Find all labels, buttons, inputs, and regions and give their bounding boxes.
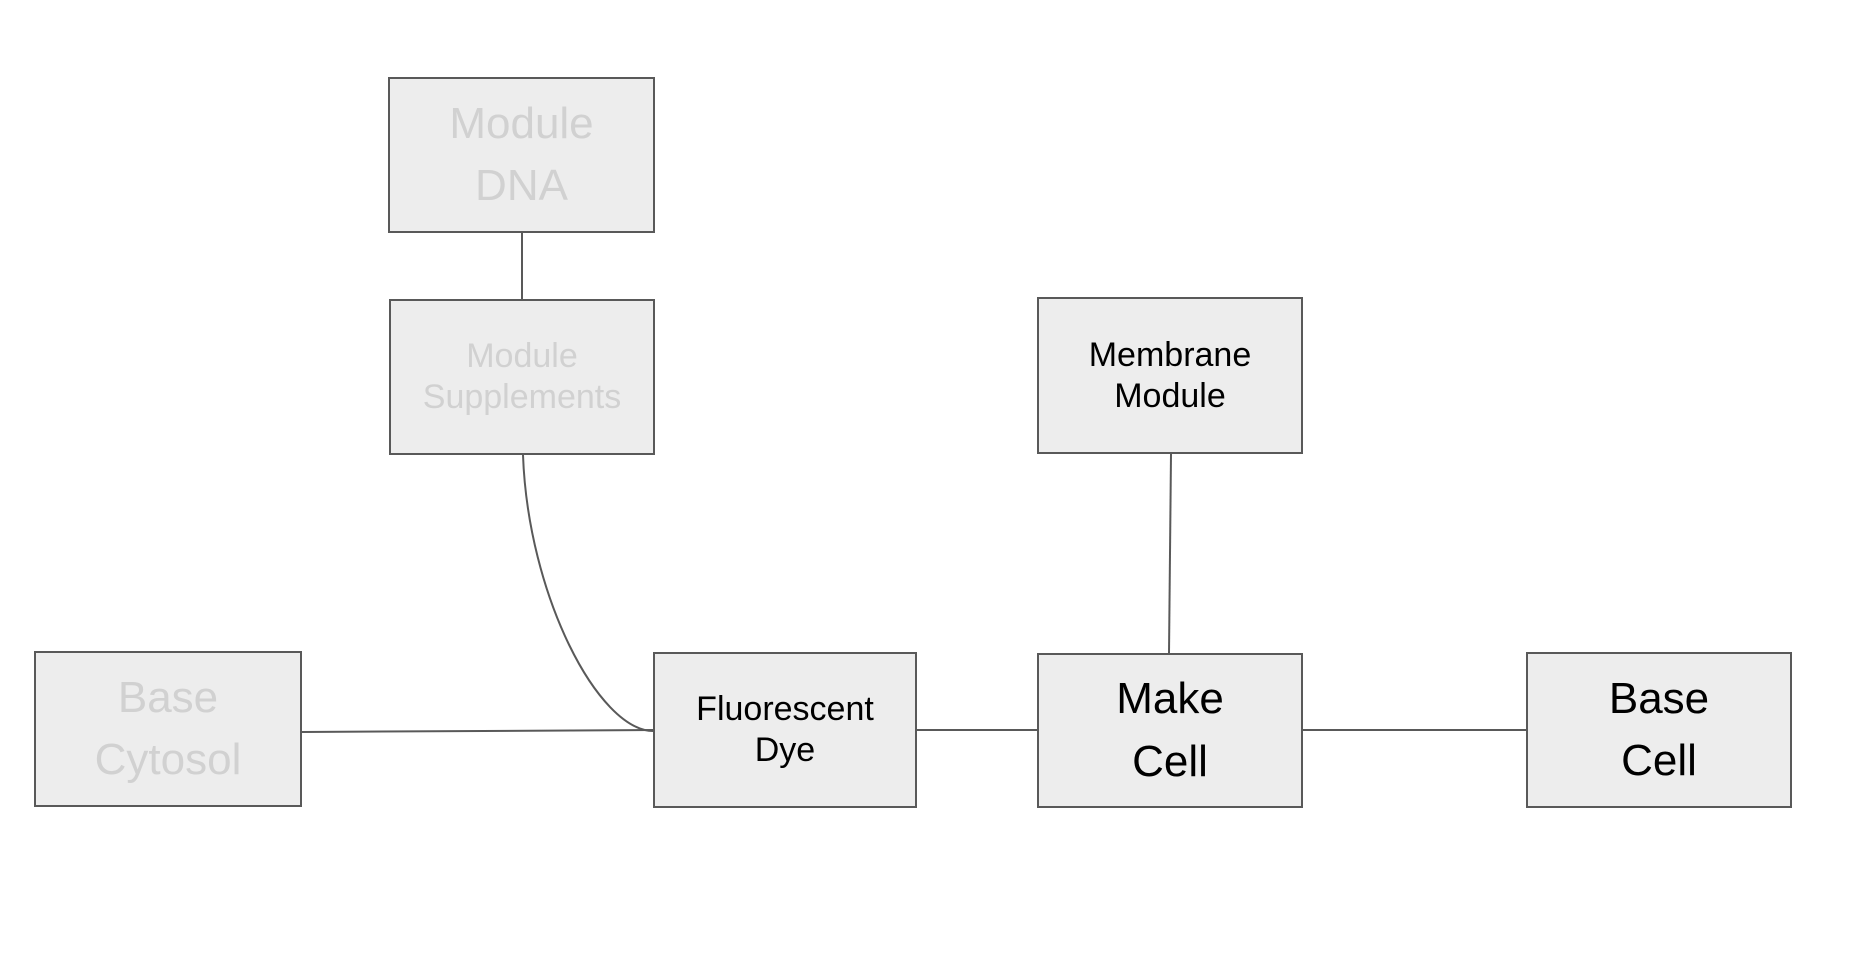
node-make-cell-label: Make Cell [1116, 674, 1224, 786]
node-base-cytosol[interactable]: Base Cytosol [34, 651, 302, 807]
node-module-dna[interactable]: Module DNA [388, 77, 655, 233]
node-base-cell-label: Base Cell [1608, 673, 1710, 785]
node-module-supplements[interactable]: Module Supplements [389, 299, 655, 455]
node-fluorescent-dye[interactable]: Fluorescent Dye [653, 652, 917, 808]
node-membrane-module[interactable]: Membrane Module [1037, 297, 1303, 454]
node-make-cell[interactable]: Make Cell [1037, 653, 1303, 808]
edge-module-supplements-to-fluorescent-dye [522, 454, 654, 732]
node-module-dna-label: Module DNA [449, 98, 594, 210]
node-fluorescent-dye-label: Fluorescent Dye [696, 690, 874, 769]
node-base-cell[interactable]: Base Cell [1526, 652, 1792, 808]
node-base-cytosol-label: Base Cytosol [94, 672, 242, 784]
node-module-supplements-label: Module Supplements [422, 337, 622, 416]
edge-membrane-module-to-make-cell [1168, 453, 1172, 654]
edge-base-cytosol-to-fluorescent-dye [301, 729, 654, 733]
node-membrane-module-label: Membrane Module [1088, 335, 1252, 415]
